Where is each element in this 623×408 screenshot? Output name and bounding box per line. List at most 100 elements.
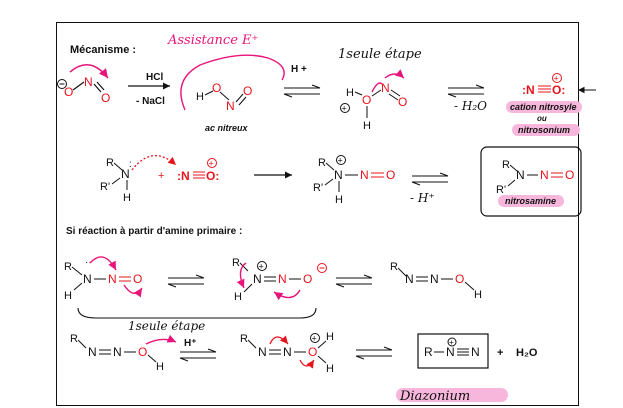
diazohydroxide: R N N O H: [390, 261, 482, 301]
svg-text:N: N: [405, 272, 414, 286]
svg-text:N: N: [113, 345, 122, 359]
label-cation-nitrosyle: cation nitrosyle: [510, 102, 577, 112]
svg-text:O: O: [64, 85, 73, 99]
diazohydroxide-zwitterion: R + N N O H: [232, 257, 327, 303]
primary-nitrosamine: R ·· N N O H: [64, 256, 143, 302]
svg-text:H: H: [234, 291, 242, 303]
label-nitrosonium: nitrosonium: [518, 125, 570, 135]
svg-text:+: +: [312, 334, 317, 344]
svg-text:+: +: [338, 156, 343, 166]
svg-text:N: N: [278, 272, 287, 286]
svg-text:N: N: [226, 99, 235, 113]
svg-text:N: N: [430, 272, 439, 286]
svg-text::: :: [129, 159, 132, 170]
n-nitrosammonium: R + N N O R' H: [313, 155, 395, 206]
handwritten-seule-etape-1: 1seule étape: [338, 47, 422, 62]
svg-text:H: H: [326, 331, 334, 343]
protonated-nitrous-acid: H O N O H +: [340, 69, 407, 132]
svg-text:O: O: [133, 272, 142, 286]
highlight-diazonium: [396, 388, 508, 402]
svg-text:N: N: [121, 167, 130, 181]
svg-text:+: +: [342, 104, 347, 114]
svg-text:N: N: [471, 345, 480, 359]
handwritten-seule-etape-2: 1seule étape: [128, 319, 205, 333]
svg-text:O: O: [398, 95, 407, 109]
svg-text:R: R: [64, 261, 72, 273]
svg-text:N: N: [253, 272, 262, 286]
equilibrium-arrow-5: [335, 274, 373, 288]
svg-text:H: H: [64, 290, 72, 302]
svg-text:N: N: [540, 168, 549, 182]
nitrosonium-reactant: :N O: +: [177, 158, 219, 183]
svg-text:N: N: [446, 345, 455, 359]
svg-text:··: ··: [85, 257, 92, 268]
svg-text:O: O: [212, 81, 221, 95]
svg-text:+: +: [554, 74, 559, 84]
svg-text:R: R: [240, 333, 248, 345]
handwritten-minus-hplus: - H⁺: [410, 191, 435, 205]
svg-text:H: H: [156, 361, 164, 373]
handwritten-minus-h2o: - H₂O: [454, 99, 487, 113]
svg-text:R: R: [70, 333, 78, 345]
svg-text:O: O: [303, 272, 312, 286]
highlight-nitrosonium: [512, 124, 580, 136]
svg-text:R: R: [318, 157, 326, 169]
svg-text:O: O: [455, 272, 464, 286]
plus-sign-row2: +: [158, 170, 164, 182]
equilibrium-arrow-1: [283, 84, 321, 98]
svg-text:R': R': [313, 182, 323, 194]
handwritten-assistance: Assistance E⁺: [167, 33, 258, 48]
svg-text:R: R: [232, 257, 240, 269]
nitrite-ion: O N O: [57, 64, 110, 105]
svg-text:H: H: [474, 289, 482, 301]
reagent-minus-nacl: - NaCl: [136, 96, 165, 107]
svg-text:R: R: [106, 157, 114, 169]
nitrosamine-box: R N N O R': [480, 146, 582, 217]
nitrous-acid-curl: [180, 54, 285, 111]
label-nitrosamine: nitrosamine: [505, 196, 556, 206]
reagent-h-plus-row4: H⁺: [184, 338, 197, 349]
svg-text:R': R': [100, 181, 110, 193]
svg-text:+: +: [449, 338, 454, 347]
svg-text:O: O: [308, 345, 317, 359]
svg-text:O: O: [101, 91, 110, 105]
svg-text:N: N: [88, 345, 97, 359]
svg-text:O: O: [243, 84, 252, 98]
highlight-cation-nitrosyle: [506, 101, 582, 113]
handwritten-diazonium: Diazonium: [399, 389, 470, 404]
svg-text:H: H: [123, 192, 131, 204]
svg-text:H: H: [335, 194, 343, 206]
protonated-diazohydroxide: R N N O + H H: [240, 331, 334, 375]
svg-text:R': R': [496, 184, 506, 196]
svg-text::N: :N: [522, 83, 535, 97]
svg-text:N: N: [108, 272, 117, 286]
content-frame: [56, 22, 579, 406]
diazohydroxide-row4: R N N O H: [70, 333, 177, 373]
svg-text:N: N: [84, 75, 93, 89]
svg-text:N: N: [83, 272, 92, 286]
equilibrium-arrow-2: [447, 84, 485, 98]
svg-text:R: R: [502, 159, 510, 171]
equilibrium-arrow-6: [179, 348, 217, 362]
nitrous-acid: H O N O: [180, 54, 285, 113]
svg-text:N: N: [360, 168, 369, 182]
svg-text:N: N: [258, 345, 267, 359]
svg-text:H: H: [196, 91, 204, 103]
secondary-amine: R N : R' H: [100, 155, 177, 204]
svg-text:O: O: [362, 93, 371, 107]
svg-text:+: +: [259, 262, 264, 272]
svg-text:N: N: [516, 168, 525, 182]
svg-text:O: O: [386, 168, 395, 182]
svg-text:R: R: [390, 261, 398, 273]
svg-text:H: H: [363, 120, 371, 132]
svg-text:H: H: [326, 363, 334, 375]
svg-text:O:: O:: [206, 169, 219, 183]
heading-primary-amine: Si réaction à partir d'amine primaire :: [66, 226, 242, 237]
svg-text:N: N: [381, 81, 390, 95]
diazonium-box: R N + N: [417, 333, 489, 369]
label-ou: ou: [537, 114, 547, 123]
reagent-hcl: HCl: [146, 72, 163, 83]
svg-text:R: R: [424, 345, 433, 359]
equilibrium-arrow-7: [355, 346, 393, 360]
